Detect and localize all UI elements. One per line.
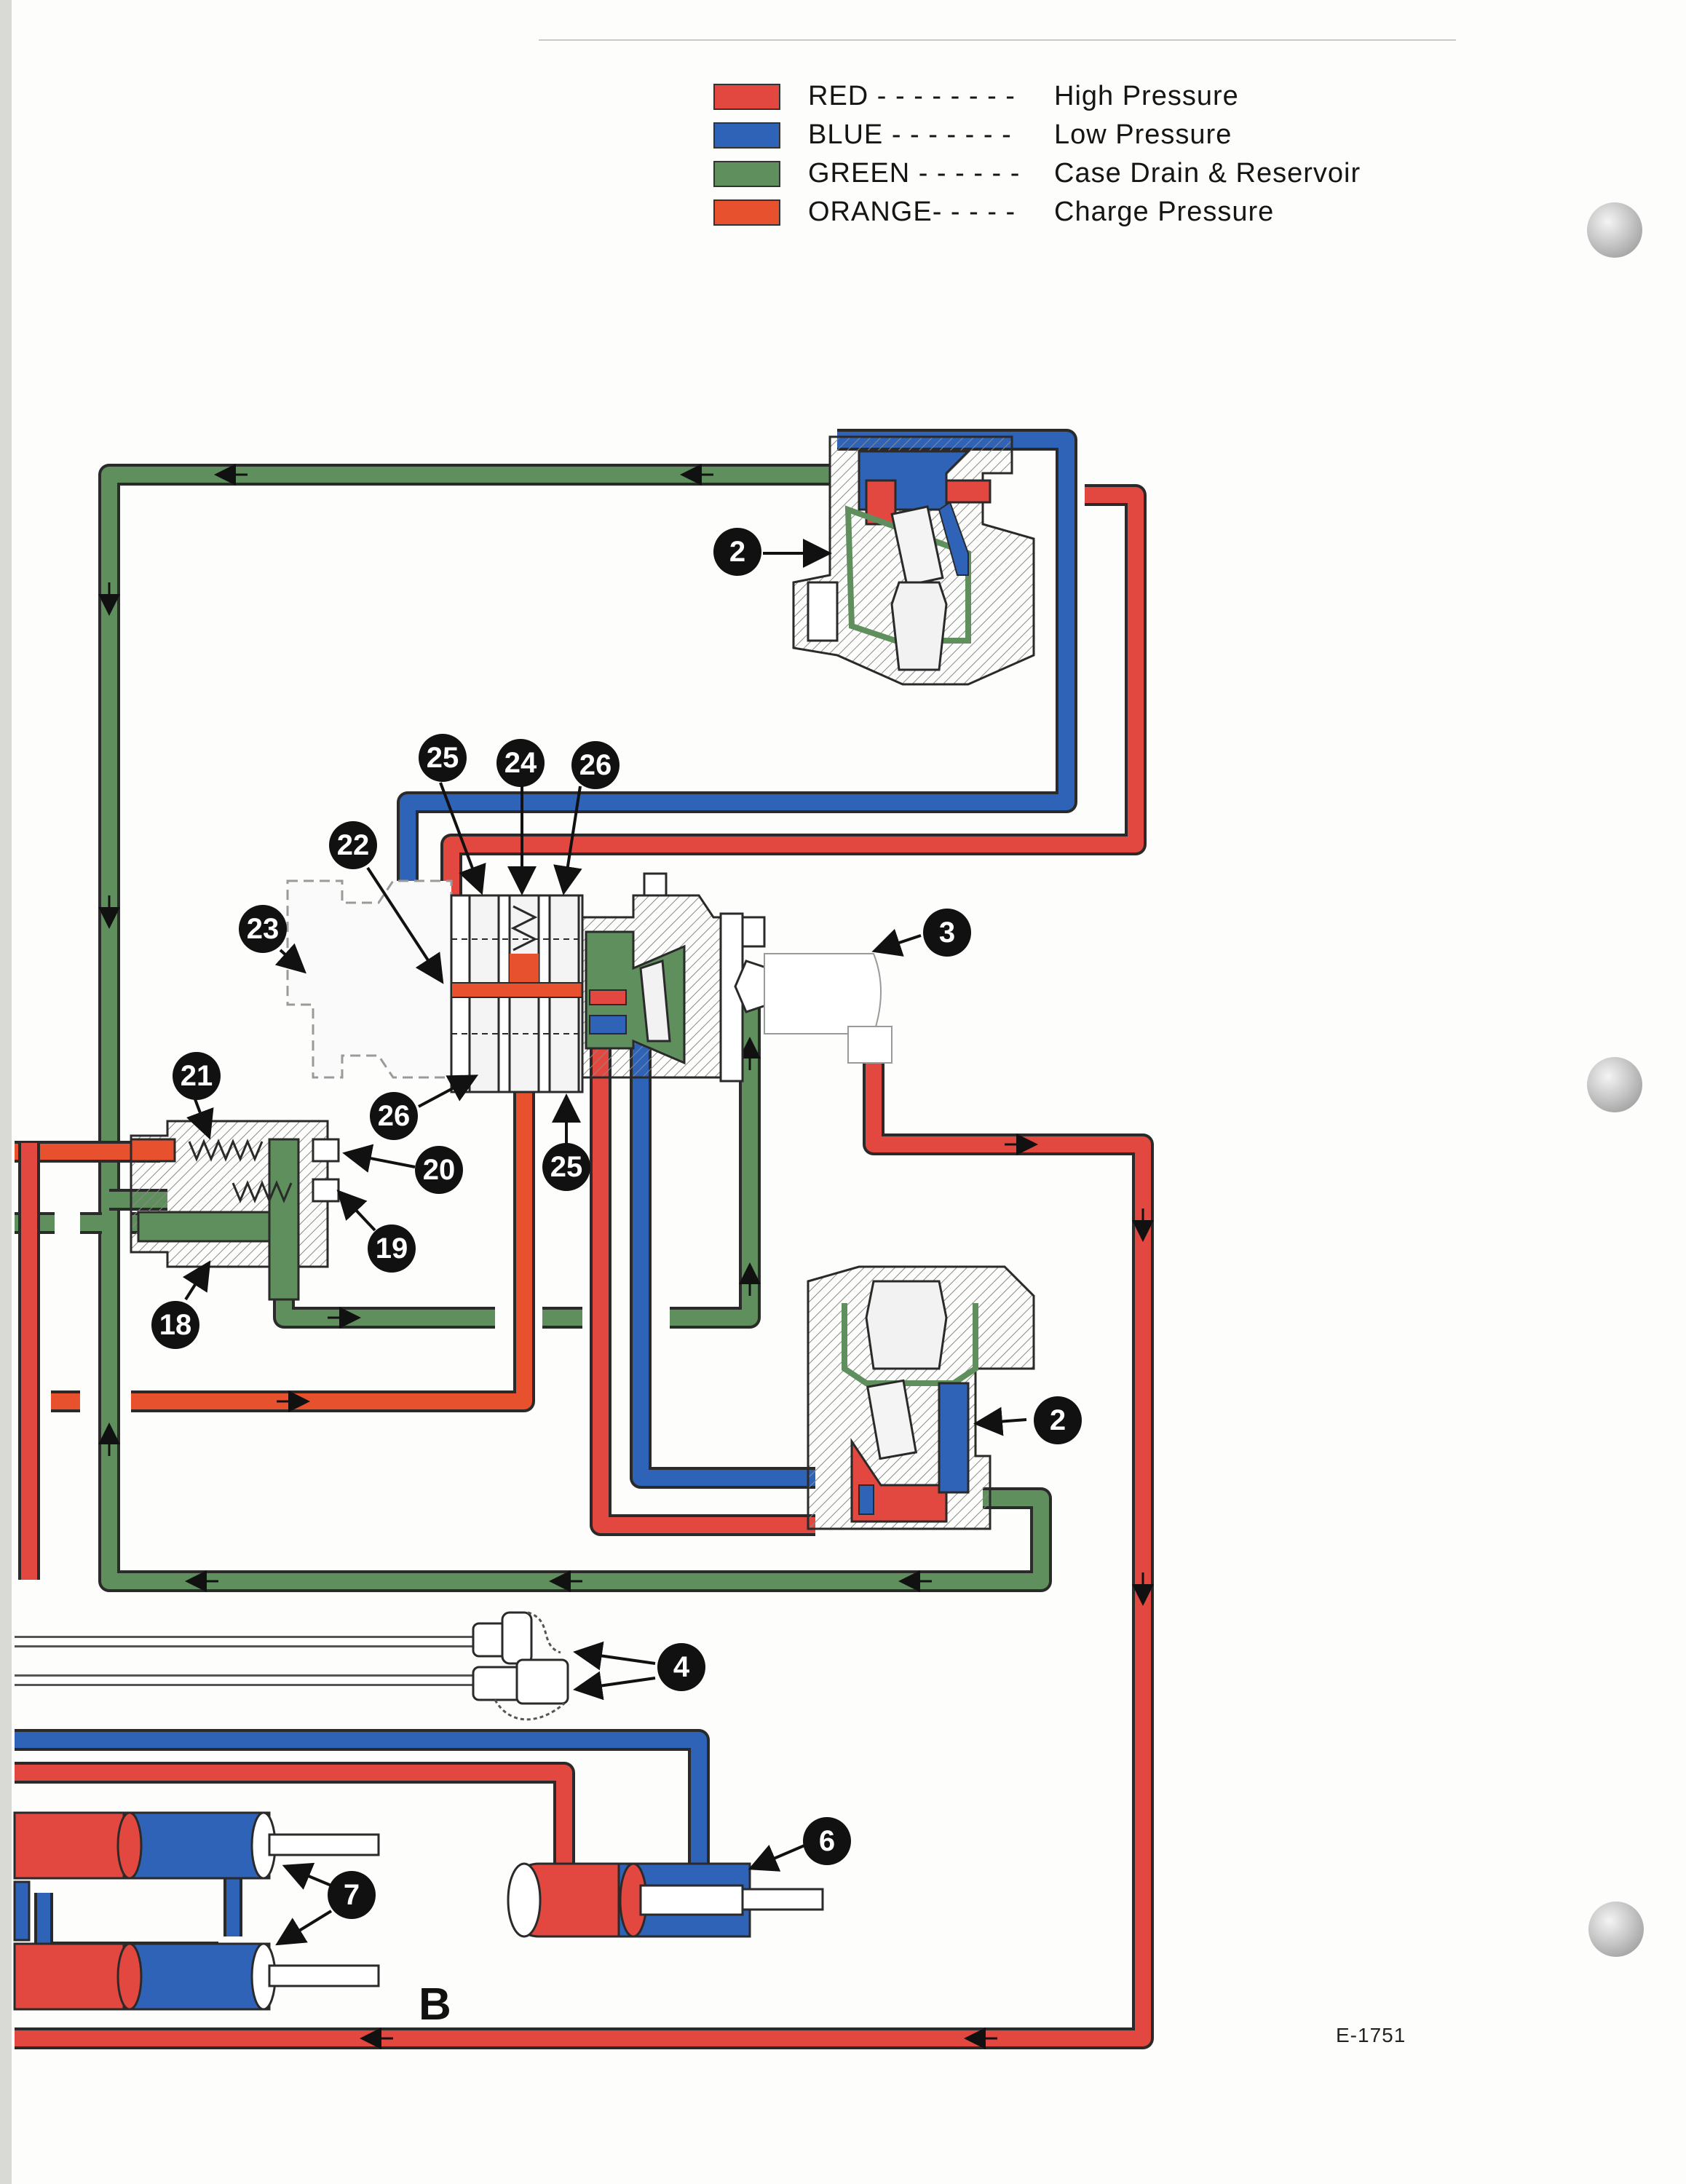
legend-label-green: GREEN - - - - - - <box>808 158 1021 189</box>
legend-label-orange: ORANGE- - - - - <box>808 197 1016 227</box>
callout-26-upper: 26 <box>571 741 620 789</box>
punch-hole-middle <box>1587 1057 1642 1112</box>
legend-meaning-orange: Charge Pressure <box>1054 197 1275 227</box>
remote-outlet-lines <box>15 1636 473 1686</box>
callout-21: 21 <box>173 1052 221 1100</box>
page-edge <box>0 0 12 2184</box>
orange-charge-line <box>15 990 535 1580</box>
callout-25-lower: 25 <box>542 1143 590 1191</box>
remote-cylinder <box>507 1862 824 1938</box>
callout-2-upper: 2 <box>713 528 761 576</box>
punch-hole-bottom <box>1588 1902 1644 1957</box>
red-right-return <box>15 1059 1154 2049</box>
legend-label-red: RED - - - - - - - - <box>808 81 1016 111</box>
callout-22: 22 <box>329 821 377 869</box>
control-valve-block <box>286 879 584 1093</box>
remote-couplers <box>472 1611 569 1721</box>
relief-valve-block <box>130 1120 340 1301</box>
callout-4: 4 <box>657 1643 705 1691</box>
leader-lines <box>182 539 1027 1946</box>
callout-25-upper: 25 <box>419 734 467 782</box>
legend-row-blue: BLUE - - - - - - - Low Pressure <box>713 116 1361 154</box>
callout-2-lower: 2 <box>1034 1396 1082 1444</box>
callout-26-lower: 26 <box>370 1092 418 1140</box>
legend-swatch-red <box>713 83 780 110</box>
legend-meaning-green: Case Drain & Reservoir <box>1054 158 1361 189</box>
lower-pump-assembly <box>807 1265 1035 1530</box>
legend-swatch-green <box>713 160 780 187</box>
legend-swatch-orange <box>713 199 780 226</box>
lift-cylinders <box>13 1811 380 2011</box>
section-letter-b: B <box>419 1979 451 2030</box>
red-high-pressure-lower <box>590 1019 815 1536</box>
callout-3: 3 <box>923 909 971 957</box>
legend-meaning-red: High Pressure <box>1054 81 1239 111</box>
legend-swatch-blue <box>713 122 780 149</box>
callout-6: 6 <box>803 1817 851 1865</box>
figure-code: E-1751 <box>1336 2024 1406 2046</box>
legend-row-green: GREEN - - - - - - Case Drain & Reservoir <box>713 154 1361 193</box>
callout-20: 20 <box>415 1146 463 1194</box>
callout-24: 24 <box>496 739 545 787</box>
callout-18: 18 <box>151 1301 199 1349</box>
callout-19: 19 <box>368 1224 416 1273</box>
pump-housing <box>581 872 893 1083</box>
callout-23: 23 <box>239 905 287 953</box>
punch-hole-top <box>1587 202 1642 258</box>
legend-row-red: RED - - - - - - - - High Pressure <box>713 77 1361 116</box>
top-rule <box>539 39 1456 41</box>
flow-arrows <box>98 464 1154 2049</box>
upper-pump-assembly <box>792 435 1035 686</box>
callout-7: 7 <box>328 1871 376 1919</box>
legend-label-blue: BLUE - - - - - - - <box>808 119 1012 150</box>
color-legend: RED - - - - - - - - High Pressure BLUE -… <box>713 77 1361 232</box>
legend-meaning-blue: Low Pressure <box>1054 119 1232 150</box>
legend-row-orange: ORANGE- - - - - Charge Pressure <box>713 193 1361 232</box>
